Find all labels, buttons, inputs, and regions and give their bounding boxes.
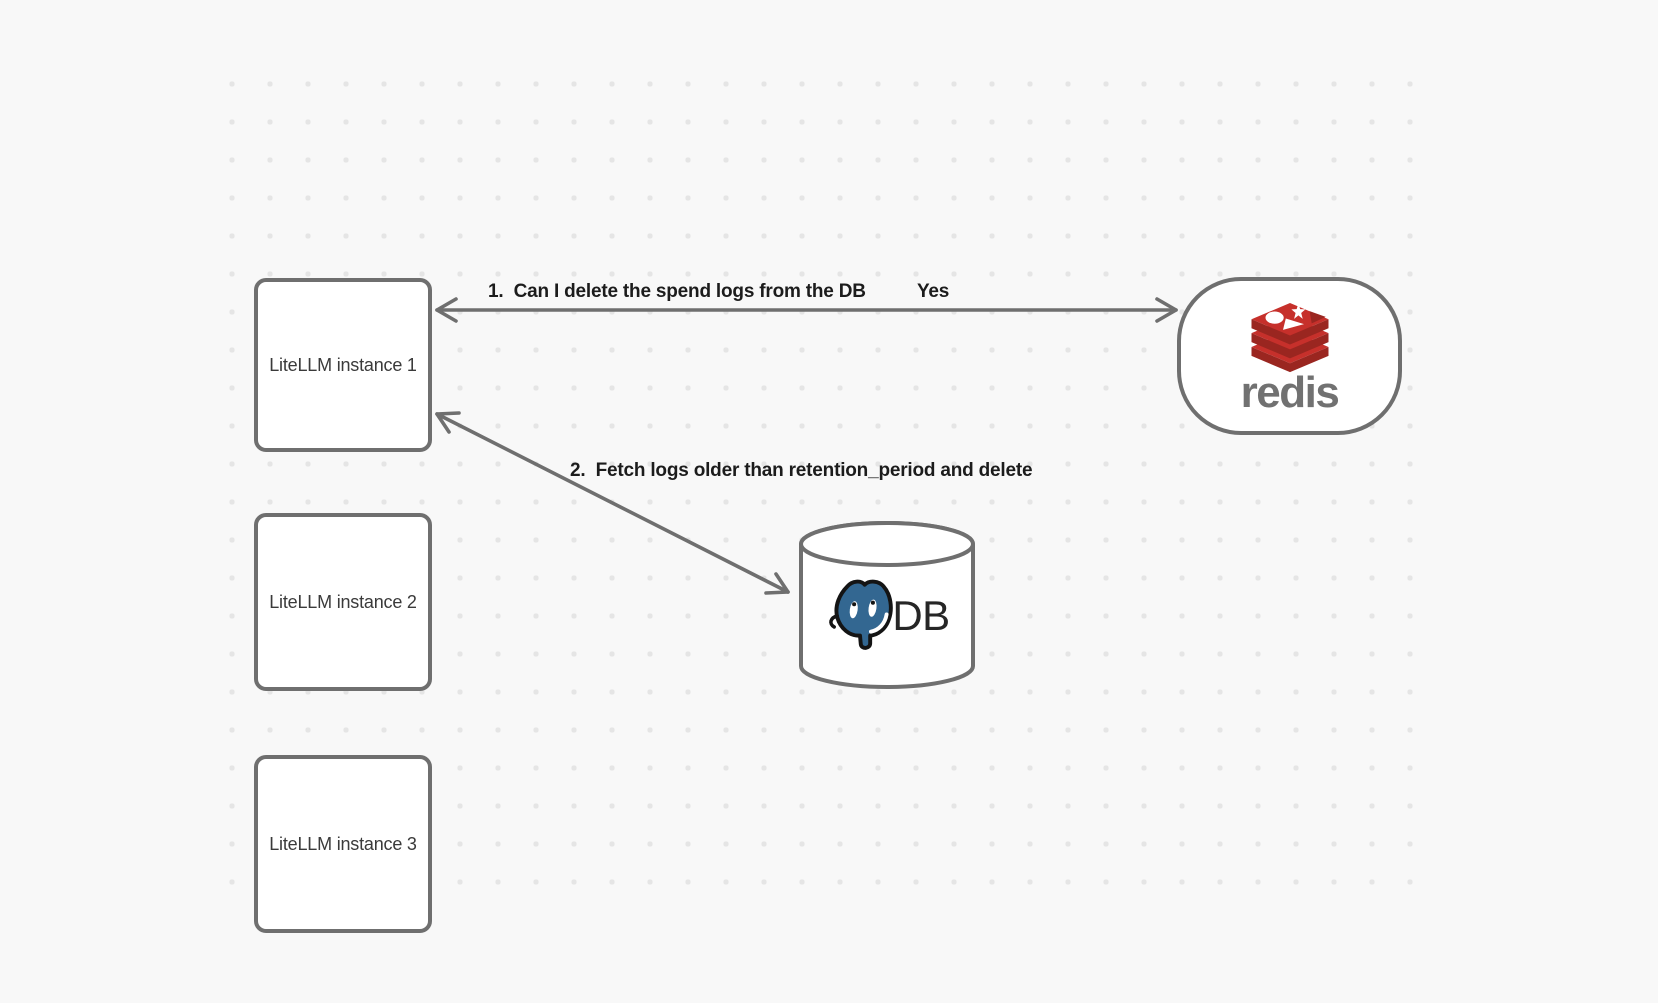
node-label: LiteLLM instance 1 [269,354,417,375]
redis-wordmark: redis [1240,368,1340,417]
edge-label-yes-response[interactable]: Yes [917,281,950,302]
node-litellm-instance-2[interactable]: LiteLLM instance 2 [254,513,432,691]
database-content: DB [808,578,966,654]
node-database[interactable]: DB [798,520,976,690]
node-redis[interactable]: redis [1177,277,1402,435]
edge-label-delete-spend-logs[interactable]: 1. Can I delete the spend logs from the … [488,281,866,302]
edge-label-fetch-logs[interactable]: 2. Fetch logs older than retention_perio… [570,460,1033,481]
node-label: LiteLLM instance 2 [269,591,417,612]
redis-logo-icon [1251,303,1328,373]
postgres-elephant-icon [829,579,894,650]
node-litellm-instance-1[interactable]: LiteLLM instance 1 [254,278,432,452]
node-litellm-instance-3[interactable]: LiteLLM instance 3 [254,755,432,933]
node-label: LiteLLM instance 3 [269,833,417,854]
database-label: DB [892,592,950,639]
